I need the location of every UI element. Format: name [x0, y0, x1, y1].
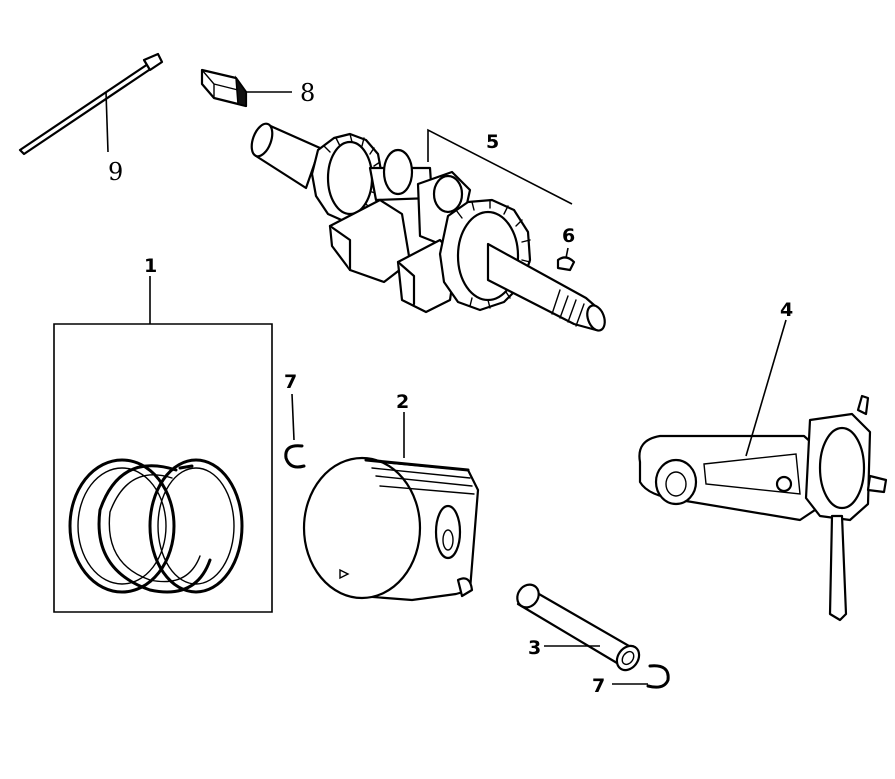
piston	[302, 412, 480, 602]
crankshaft	[250, 122, 606, 332]
callout-1: 1	[144, 255, 157, 277]
callout-2: 2	[396, 391, 409, 413]
callout-7-lower: 7	[592, 675, 605, 697]
callout-4: 4	[780, 299, 793, 321]
callout-3: 3	[528, 637, 541, 659]
piston-pin-clip-lower	[612, 664, 670, 689]
woodruff-key	[556, 247, 576, 272]
piston-ring-set	[53, 276, 273, 613]
crankshaft-key	[200, 68, 292, 108]
connecting-rod	[638, 319, 888, 622]
piston-pin-clip-upper	[284, 393, 306, 469]
callout-7-upper: 7	[284, 371, 297, 393]
callout-8: 8	[300, 79, 315, 107]
cable-tie	[18, 52, 164, 156]
piston-pin	[516, 583, 641, 672]
callout-9: 9	[108, 158, 123, 186]
callout-6: 6	[562, 225, 575, 247]
callout-5: 5	[486, 131, 499, 153]
